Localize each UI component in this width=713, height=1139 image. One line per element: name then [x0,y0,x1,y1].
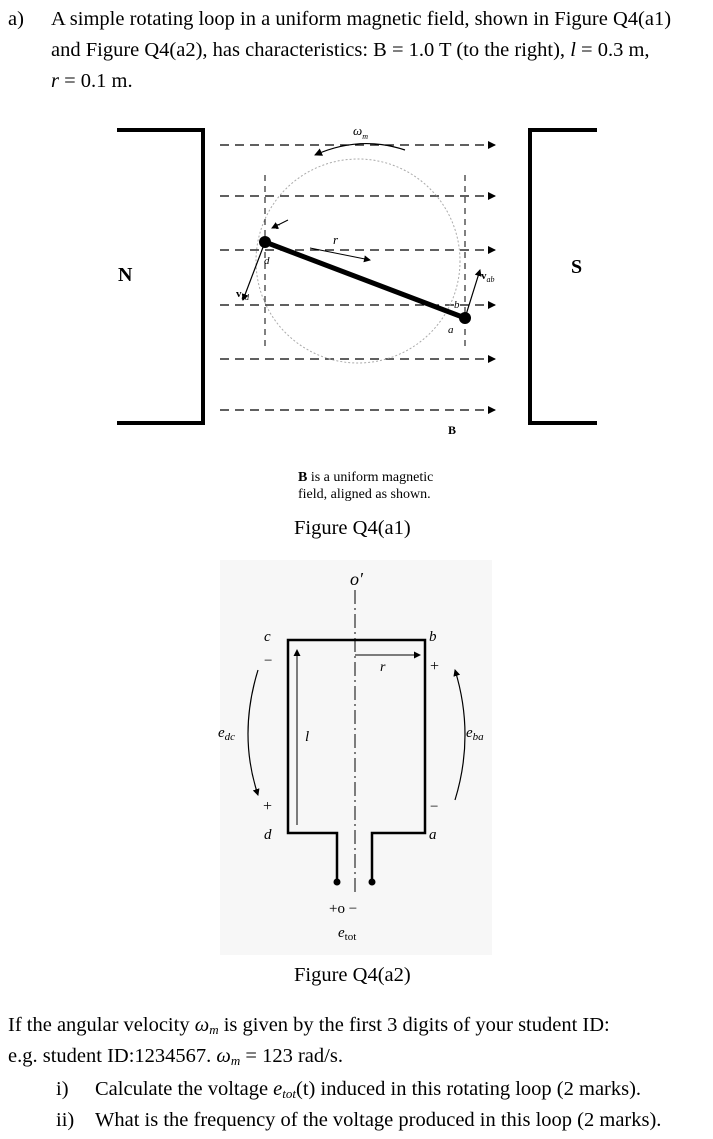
d-label-a1: d [264,255,270,267]
a-label-a2: a [429,827,437,843]
d-label-a2: d [264,827,272,843]
omega-label: ωm [353,123,368,141]
north-label: N [118,264,133,286]
B-label: B [448,423,456,437]
b-label-a2: b [429,629,437,645]
loop-rod [264,239,466,321]
p1-end: is given by the first 3 digits of your s… [218,1014,610,1036]
figure-a2: o′ r l c b d a − + + − edc eba +o − etot [218,560,492,955]
figure-a1: ωm r c d vcd vab b a N S B [117,123,597,437]
item-i-text: Calculate the voltage etot(t) induced in… [95,1076,641,1107]
south-pole-magnet [528,128,597,425]
p1-start: If the angular velocity [8,1014,195,1036]
minus-bottom-right: − [430,799,438,815]
question-line-2: and Figure Q4(a2), has characteristics: … [51,37,650,63]
vcd-label: vcd [236,288,250,302]
p2-end: = 123 rad/s. [240,1045,343,1067]
minus-top-left: − [264,653,272,669]
b-label-a1: b [454,299,460,311]
edc-arrow [247,669,260,796]
loop-outline [286,638,427,885]
terminal-right [368,878,376,886]
question-line-3: r = 0.1 m. [51,68,133,94]
figure-a2-background [220,560,492,955]
length-value: = 0.3 m, [575,39,650,61]
o-prime-label: o′ [350,569,364,589]
vab-arrow [464,269,482,319]
question-line-2-text: and Figure Q4(a2), has characteristics: … [51,39,566,61]
radius-symbol: r [51,70,59,92]
length-label-a2: l [305,729,309,745]
i-t: (t) [296,1078,316,1100]
plus-top-right: + [430,658,439,675]
a-label-a1: a [448,324,454,336]
radius-value: = 0.1 m. [58,70,133,92]
field-note-line-2: field, aligned as shown. [298,487,431,502]
question-line-1: A simple rotating loop in a uniform magn… [51,8,672,30]
i-e: e [273,1078,283,1100]
length-symbol: l [570,39,576,61]
radius-label-a1: r [333,232,339,247]
vcd-arrow [241,241,266,301]
field-lines [220,141,496,414]
paragraph-1: If the angular velocity ωm is given by t… [8,1012,610,1043]
p2-start: e.g. student ID:1234567. [8,1045,217,1067]
north-pole-magnet [117,128,205,425]
p2-omega: ω [216,1045,231,1067]
terminal-polarity: +o − [329,901,357,917]
p2-omega-sub: m [230,1053,241,1068]
south-label: S [571,256,582,278]
i-end: induced in this rotating loop (2 marks). [315,1078,642,1100]
i-e-sub: tot [282,1086,297,1101]
field-note-text-1: B is a uniform magnetic [298,470,434,485]
eba-arrow [453,669,466,801]
c-velocity-arrow [271,219,289,229]
figure-a2-caption: Figure Q4(a2) [294,964,411,986]
item-ii-text: What is the frequency of the voltage pro… [95,1109,662,1131]
rotation-circle [255,158,461,364]
c-label-a1: c [275,220,280,232]
item-i-label: i) [56,1078,69,1100]
paragraph-2: e.g. student ID:1234567. ωm = 123 rad/s. [8,1043,343,1074]
omega-arrow [314,143,406,156]
c-label-a2: c [264,629,271,645]
item-ii-label: ii) [56,1109,75,1131]
plus-bottom-left: + [263,798,272,815]
etot-label: etot [338,925,356,943]
figure-a1-caption: Figure Q4(a1) [294,517,411,539]
radius-label-a2: r [380,660,386,675]
eba-label: eba [466,725,484,743]
edc-label: edc [218,725,235,743]
p1-omega-sub: m [209,1022,219,1037]
vab-label: vab [481,270,495,284]
field-note-line-1: B is a uniform magnetic [298,469,433,486]
radius-arrow [309,247,371,263]
terminal-left [333,878,341,886]
part-label: a) [8,8,24,30]
i-start: Calculate the voltage [95,1078,274,1100]
p1-omega: ω [194,1014,210,1036]
